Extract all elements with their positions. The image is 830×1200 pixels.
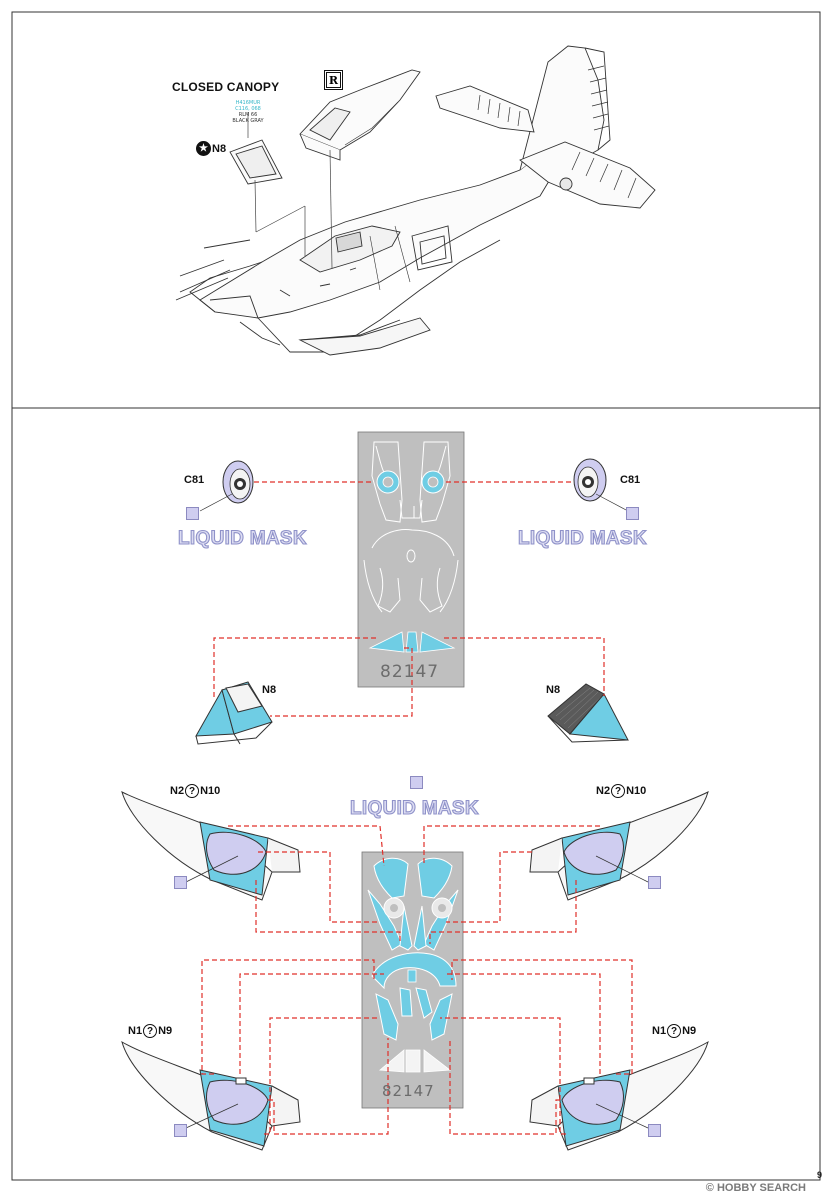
callout-second: N9 — [158, 1025, 173, 1037]
liquid-mask-swatch-center — [410, 776, 423, 789]
liquid-mask-text-right: LIQUID MASK — [517, 527, 647, 549]
liquid-mask-swatch-canopy-tr — [648, 876, 661, 889]
liquid-mask-leaders — [185, 493, 649, 1129]
n8-right-label: N8 — [546, 684, 561, 696]
watermark: © HOBBY SEARCH — [705, 1182, 806, 1194]
question-circle-icon: ? — [143, 1024, 158, 1038]
wheel-left-label: C81 — [184, 474, 205, 486]
liquid-mask-text-left: LIQUID MASK — [177, 527, 307, 549]
canopy-half-top-left — [121, 791, 301, 901]
page-number: 9 — [816, 1170, 822, 1180]
canopy-half-bottom-left — [121, 1040, 301, 1151]
windscreen-part-top — [229, 139, 283, 185]
panel-borders — [11, 11, 821, 1181]
callout-first: N1 — [652, 1025, 667, 1037]
fret-lower-number: 82147 — [382, 1082, 435, 1100]
liquid-mask-swatch-canopy-bl — [174, 1124, 187, 1137]
n8-left-label: N8 — [262, 684, 277, 696]
wheel-right — [573, 458, 607, 502]
mask-leader-lines — [201, 481, 633, 1135]
callout-bottom-left: N1 ? N9 — [128, 1024, 172, 1038]
callout-first: N2 — [596, 785, 611, 797]
part-label: N8 — [212, 142, 227, 155]
callout-second: N10 — [626, 785, 647, 797]
wheel-left — [222, 460, 254, 504]
canopy-half-top-right — [529, 791, 709, 901]
closed-canopy-title: CLOSED CANOPY — [172, 80, 280, 94]
mask-fret-upper — [357, 431, 465, 688]
fuselage-drawing — [175, 45, 656, 356]
callout-top-left: N2 ? N10 — [170, 784, 220, 798]
question-circle-icon: ? — [611, 784, 626, 798]
callout-first: N1 — [128, 1025, 143, 1037]
windscreen-n8-left — [195, 681, 273, 745]
canopy-part — [299, 69, 421, 161]
part-callout-n8-top: ★ N8 — [196, 141, 226, 156]
callout-bottom-right: N1 ? N9 — [652, 1024, 696, 1038]
color-note-line-4: BLACK GRAY — [232, 118, 264, 124]
liquid-mask-text-center: LIQUID MASK — [349, 797, 479, 819]
color-note-line-2: C116, 068 — [235, 106, 261, 112]
fret-upper-number: 82147 — [380, 662, 440, 682]
r-marker: R — [324, 70, 343, 90]
liquid-mask-swatch-canopy-tl — [174, 876, 187, 889]
callout-first: N2 — [170, 785, 185, 797]
wheel-right-label: C81 — [620, 474, 641, 486]
mask-fret-lower — [361, 851, 464, 1109]
callout-top-right: N2 ? N10 — [596, 784, 646, 798]
question-circle-icon: ? — [667, 1024, 682, 1038]
star-circle-icon: ★ — [196, 141, 211, 156]
liquid-mask-swatch-wheel-right — [626, 507, 639, 520]
question-circle-icon: ? — [185, 784, 200, 798]
callout-second: N9 — [682, 1025, 697, 1037]
liquid-mask-swatch-canopy-br — [648, 1124, 661, 1137]
liquid-mask-swatch-wheel-left — [186, 507, 199, 520]
color-note-line-3: RLM 66 — [238, 112, 258, 118]
callout-second: N10 — [200, 785, 221, 797]
color-note: H416MUR C116, 068 RLM 66 BLACK GRAY — [226, 100, 270, 124]
color-note-line-1: H416MUR — [235, 100, 261, 106]
canopy-half-bottom-right — [529, 1040, 709, 1151]
top-leader-lines — [247, 112, 333, 269]
